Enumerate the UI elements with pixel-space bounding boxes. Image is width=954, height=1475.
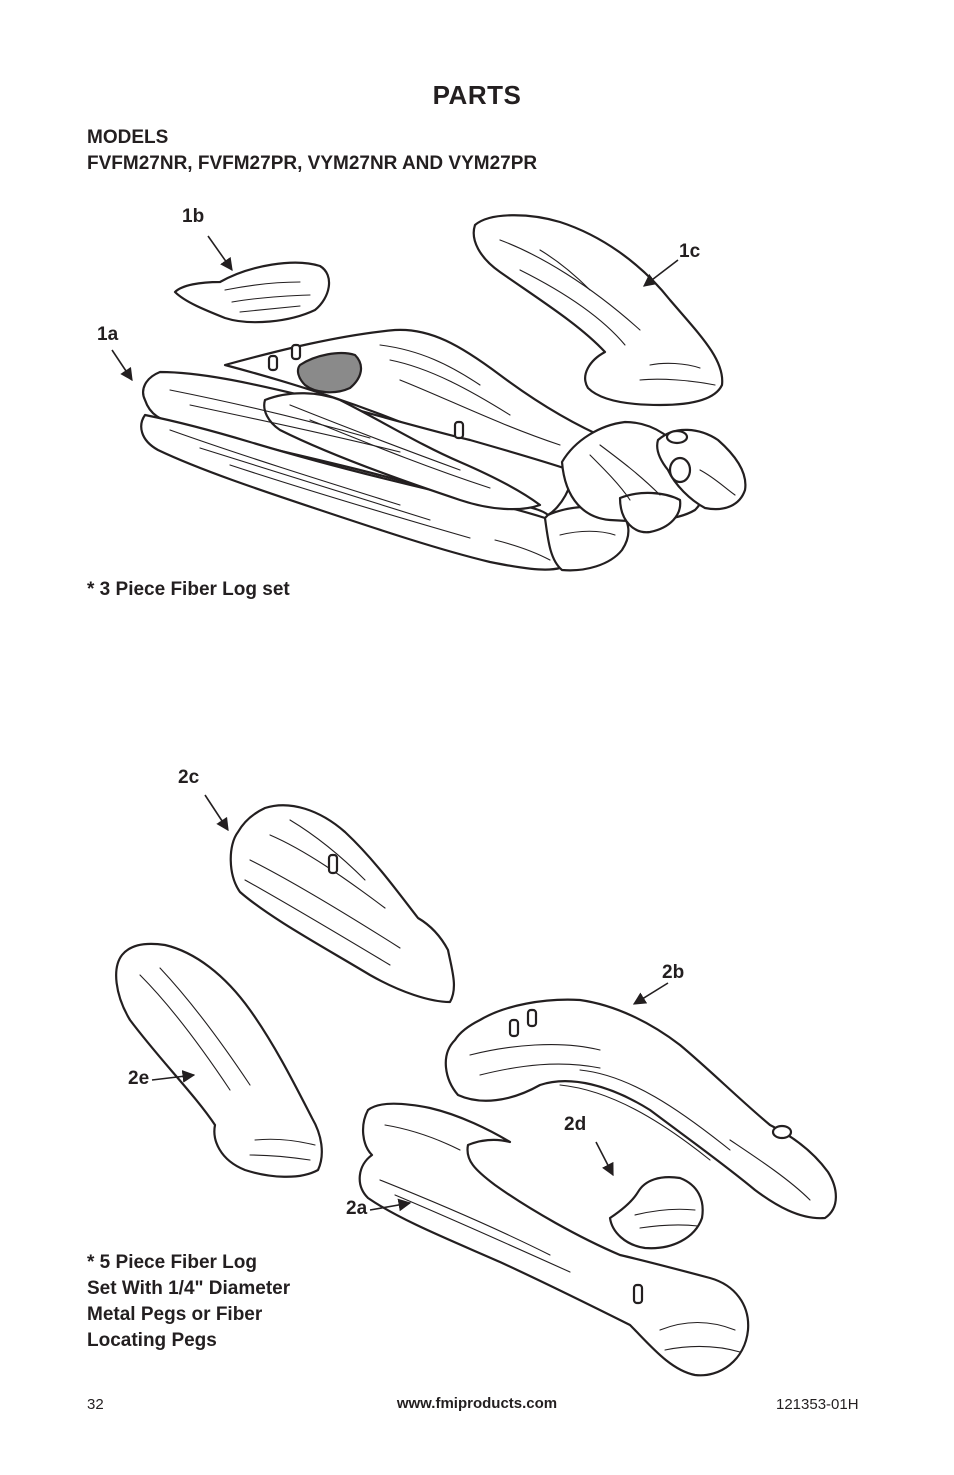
document-number: 121353-01H bbox=[776, 1396, 859, 1413]
website-link[interactable]: www.fmiproducts.com bbox=[396, 1395, 558, 1412]
log-2b bbox=[444, 998, 837, 1220]
callout-2e: 2e bbox=[128, 1068, 150, 1089]
callout-2d: 2d bbox=[564, 1114, 587, 1135]
set2-caption: * 5 Piece Fiber Log Set With 1/4" Diamet… bbox=[87, 1250, 290, 1354]
models-list: FVFM27NR, FVFM27PR, VYM27NR AND VYM27PR bbox=[87, 153, 538, 174]
log-1c bbox=[472, 214, 724, 407]
set2-caption-line: Set With 1/4" Diameter bbox=[87, 1278, 291, 1299]
set1-caption: * 3 Piece Fiber Log set bbox=[87, 579, 290, 600]
set2-caption-line: * 5 Piece Fiber Log bbox=[87, 1252, 257, 1273]
callout-2a: 2a bbox=[346, 1198, 368, 1219]
page-number: 32 bbox=[87, 1396, 104, 1413]
log-2a bbox=[358, 1102, 750, 1377]
log-2c bbox=[229, 804, 456, 1004]
log-2d bbox=[608, 1176, 704, 1250]
set2-caption-line: Locating Pegs bbox=[87, 1330, 217, 1351]
set2-caption-line: Metal Pegs or Fiber bbox=[87, 1304, 263, 1325]
callout-1c: 1c bbox=[679, 241, 701, 262]
callout-1b: 1b bbox=[182, 206, 205, 227]
callout-2b: 2b bbox=[662, 962, 685, 983]
models-heading: MODELS FVFM27NR, FVFM27PR, VYM27NR AND V… bbox=[87, 125, 537, 177]
callout-2c: 2c bbox=[178, 767, 200, 788]
log-2e bbox=[115, 942, 323, 1178]
log-1b bbox=[173, 261, 331, 324]
models-label: MODELS bbox=[87, 127, 169, 148]
log-1a-assembly bbox=[140, 328, 747, 572]
page-title: PARTS bbox=[432, 80, 522, 110]
callout-1a: 1a bbox=[97, 324, 119, 345]
